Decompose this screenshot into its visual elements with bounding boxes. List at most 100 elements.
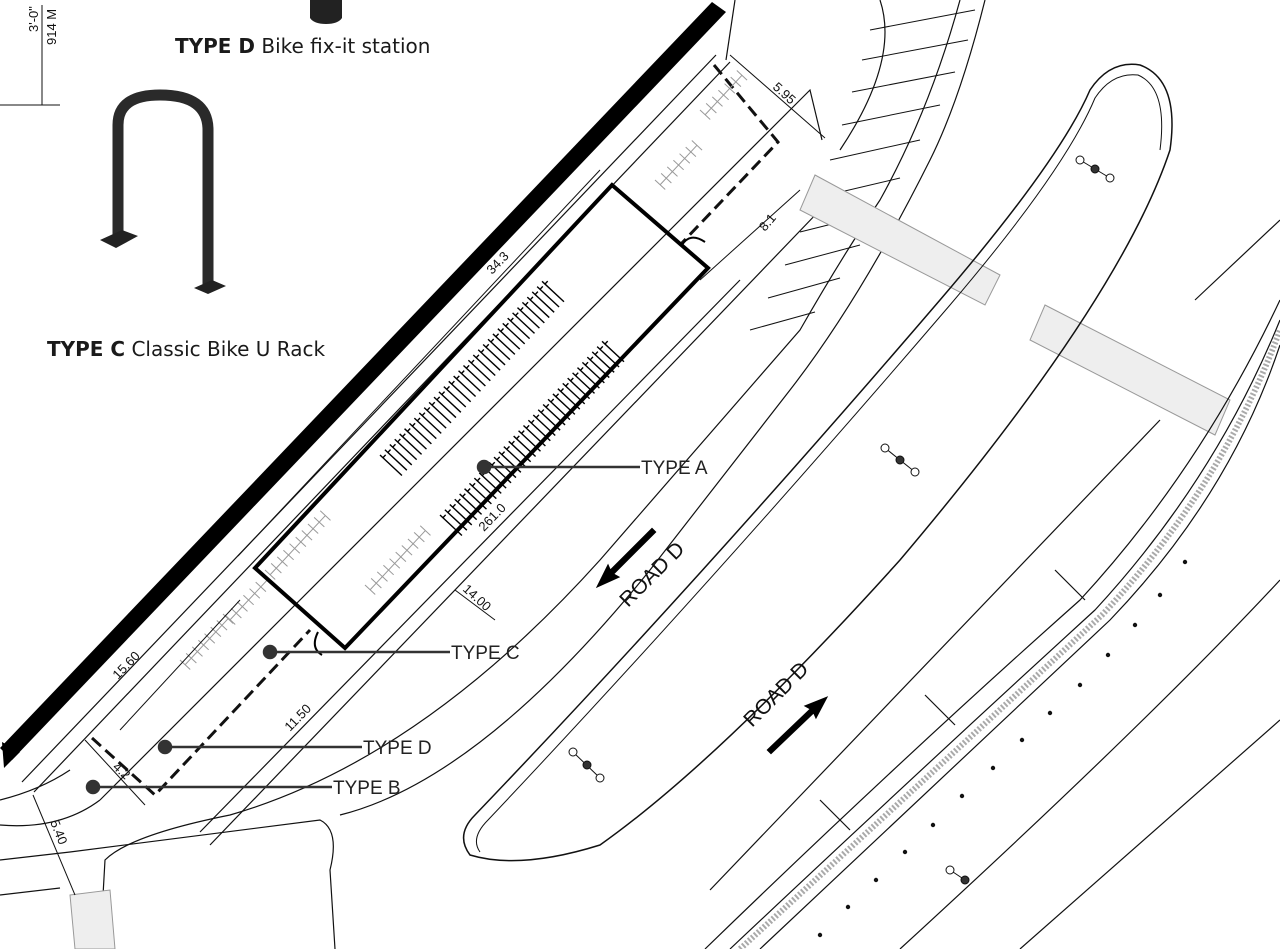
bike-rack: [473, 477, 497, 500]
dim-11-50: 11.50: [281, 701, 314, 734]
bike-rack: [397, 438, 401, 443]
bollard: [1182, 559, 1188, 565]
bike-rack: [465, 364, 470, 369]
rack-enclosure: [252, 182, 711, 651]
bike-rack: [392, 443, 396, 448]
bike-rack: [382, 454, 387, 459]
bike-rack: [421, 412, 426, 417]
bike-rack: [519, 306, 524, 311]
bike-rack: [431, 401, 436, 406]
bike-rack: [446, 385, 450, 390]
bike-rack: [506, 445, 510, 450]
bike-rack: [577, 367, 600, 389]
bike-rack: [498, 451, 522, 473]
bike-rack: [452, 503, 456, 508]
bike-rack: [514, 312, 519, 317]
bike-rack: [547, 398, 571, 421]
bike-rack: [599, 345, 604, 350]
bike-rack: [443, 386, 467, 408]
bike-rack: [442, 514, 447, 519]
bike-rack: [384, 449, 408, 471]
bike-rack: [404, 428, 427, 450]
bike-rack: [447, 509, 452, 513]
crosswalk: [799, 174, 1001, 306]
bike-rack: [495, 333, 500, 338]
bike-rack: [468, 482, 492, 505]
dim-5-40: 5.40: [47, 818, 70, 847]
arrow-southwest-icon: [595, 527, 657, 589]
bike-rack: [500, 328, 505, 332]
road-edges: [704, 219, 1280, 949]
callout-type-b: TYPE B: [333, 778, 401, 799]
bike-rack: [492, 333, 516, 355]
bike-rack: [411, 422, 416, 427]
bike-rack: [541, 280, 565, 303]
bike-rack: [532, 414, 556, 436]
bike-rack: [545, 403, 550, 408]
bike-rack: [423, 407, 447, 429]
bike-rack: [453, 375, 477, 398]
bike-rack: [491, 461, 496, 466]
bike-rack: [542, 403, 566, 426]
bike-rack: [510, 317, 514, 322]
bike-rack: [507, 317, 531, 340]
bike-rack: [574, 372, 579, 377]
bike-rack: [591, 351, 615, 373]
bike-rack: [456, 375, 460, 380]
bike-placeholders: [179, 70, 748, 670]
bike-rack: [581, 361, 605, 384]
bike-rack: [439, 514, 463, 536]
bike-rack: [467, 359, 491, 382]
bike-rack: [497, 328, 521, 350]
svg-text:TYPE C Classic Bike U Rack: TYPE C Classic Bike U Rack: [47, 337, 325, 361]
bollard: [1077, 682, 1083, 688]
bike-rack: [451, 380, 455, 385]
bike-rack: [555, 393, 560, 398]
bike-rack: [522, 425, 546, 447]
bike-rack: [505, 322, 509, 327]
bike-rack: [534, 291, 539, 296]
bike-placeholder: [269, 515, 326, 576]
bike-rack: [428, 401, 452, 424]
type-a-bike-racks: [379, 280, 625, 536]
bike-rack: [399, 433, 423, 455]
bike-rack: [508, 440, 532, 463]
bike-rack: [562, 382, 586, 405]
bike-rack: [536, 286, 560, 308]
bike-rack: [550, 398, 555, 403]
bike-rack: [552, 393, 576, 415]
bike-rack: [480, 349, 485, 353]
bike-rack: [387, 449, 392, 453]
bike-rack: [436, 396, 441, 401]
bike-rack: [535, 414, 540, 419]
bike-rack: [449, 503, 473, 526]
bike-rack: [531, 291, 555, 313]
bollard: [873, 877, 879, 883]
bike-rack: [502, 322, 526, 345]
bike-rack: [527, 419, 551, 442]
dim-4-2: 4.2: [110, 759, 133, 782]
bollard: [959, 793, 965, 799]
bollard: [817, 932, 823, 938]
bike-rack: [488, 461, 512, 484]
bike-rack: [584, 361, 589, 366]
bike-rack: [454, 498, 478, 521]
bike-rack: [601, 340, 625, 363]
bike-rack: [526, 296, 550, 319]
bike-rack: [511, 440, 515, 445]
bike-rack: [389, 443, 413, 466]
bike-rack: [596, 346, 620, 368]
sidewalk-lines: [0, 0, 986, 949]
bike-rack: [406, 428, 411, 432]
bike-rack: [539, 285, 544, 290]
bike-area-outline: [90, 64, 781, 798]
road-label-southwest: ROAD D: [615, 538, 689, 612]
type-c-code: TYPE C: [47, 337, 125, 361]
bike-rack: [379, 454, 403, 476]
bike-rack: [540, 409, 545, 413]
bike-rack: [462, 365, 486, 387]
bike-rack: [524, 301, 529, 306]
type-c-name: Classic Bike U Rack: [131, 337, 325, 361]
bike-rack: [476, 477, 481, 482]
